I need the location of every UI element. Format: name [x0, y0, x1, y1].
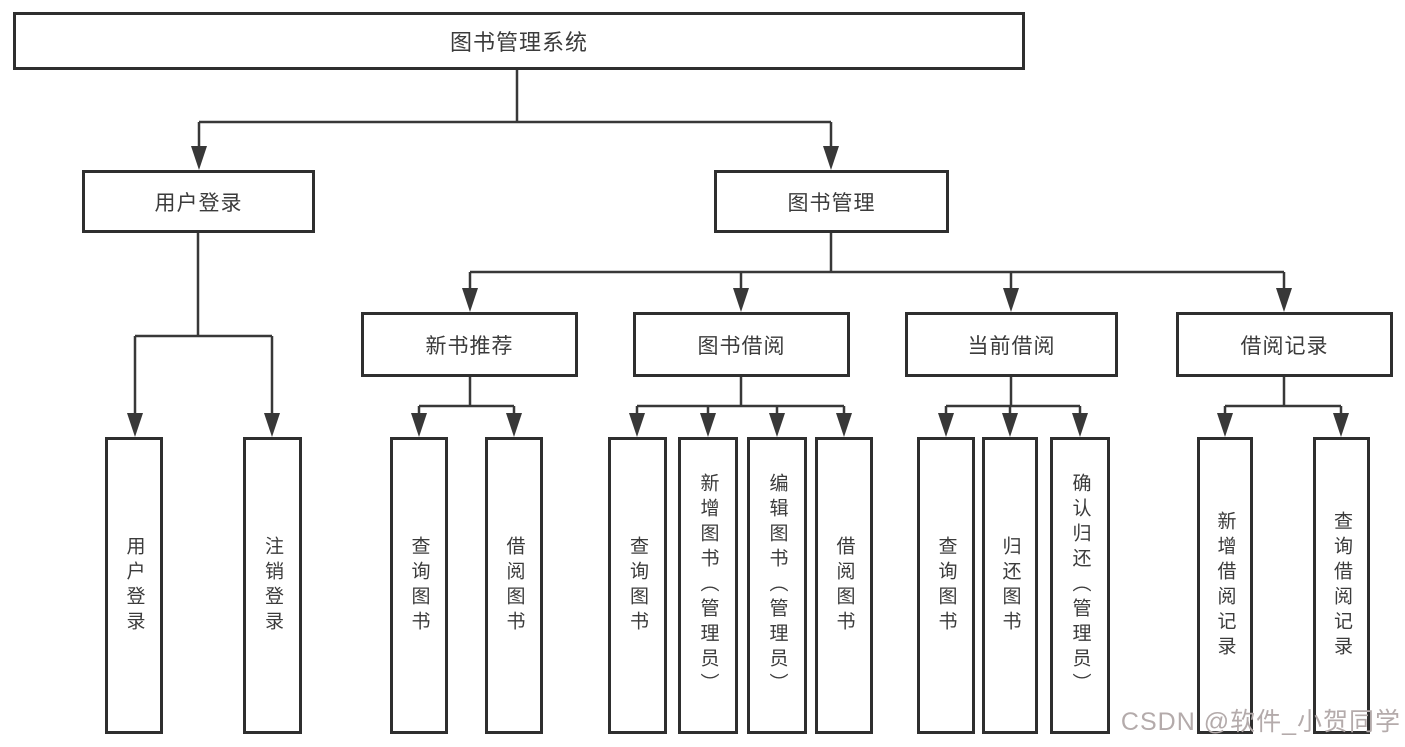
- node-current-borrow: 当前借阅: [905, 312, 1118, 377]
- leaf-borrow-books-recommend: 借阅图书: [485, 437, 543, 734]
- node-current-borrow-label: 当前借阅: [967, 334, 1056, 358]
- leaf-query-borrow-record: 查询借阅记录: [1313, 437, 1370, 734]
- leaf-logout-label: 注销登录: [262, 535, 283, 636]
- leaf-query-books-current: 查询图书: [917, 437, 975, 734]
- leaf-confirm-return-admin: 确认归还（管理员）: [1050, 437, 1110, 734]
- leaf-query-books-borrow-label: 查询图书: [627, 535, 648, 636]
- leaf-query-books-recommend-label: 查询图书: [408, 535, 430, 636]
- leaf-return-books: 归还图书: [982, 437, 1038, 734]
- leaf-user-login-label: 用户登录: [123, 535, 145, 636]
- node-book-borrow-label: 图书借阅: [697, 334, 786, 358]
- leaf-add-books-admin-label: 新增图书（管理员）: [697, 473, 719, 698]
- node-book-borrow: 图书借阅: [633, 312, 850, 377]
- leaf-return-books-label: 归还图书: [999, 535, 1021, 636]
- leaf-add-borrow-record-label: 新增借阅记录: [1214, 510, 1236, 661]
- node-book-management-label: 图书管理: [787, 191, 876, 215]
- leaf-query-borrow-record-label: 查询借阅记录: [1331, 510, 1352, 661]
- leaf-query-books-current-label: 查询图书: [935, 535, 957, 636]
- node-new-book-recommend: 新书推荐: [361, 312, 578, 377]
- node-borrow-record: 借阅记录: [1176, 312, 1393, 377]
- node-user-login: 用户登录: [82, 170, 315, 233]
- leaf-borrow-books-label: 借阅图书: [833, 535, 855, 636]
- leaf-edit-books-admin-label: 编辑图书（管理员）: [766, 473, 788, 698]
- node-root: 图书管理系统: [13, 12, 1025, 70]
- leaf-confirm-return-admin-label: 确认归还（管理员）: [1069, 473, 1091, 698]
- node-root-label: 图书管理系统: [449, 30, 588, 55]
- csdn-watermark: CSDN @软件_小贺同学: [1120, 708, 1401, 736]
- leaf-edit-books-admin: 编辑图书（管理员）: [747, 437, 807, 734]
- node-user-login-label: 用户登录: [154, 191, 243, 215]
- leaf-user-login: 用户登录: [105, 437, 163, 734]
- node-new-book-recommend-label: 新书推荐: [425, 334, 514, 358]
- leaf-query-books-recommend: 查询图书: [390, 437, 448, 734]
- leaf-borrow-books: 借阅图书: [815, 437, 873, 734]
- node-borrow-record-label: 借阅记录: [1240, 334, 1329, 358]
- leaf-query-books-borrow: 查询图书: [608, 437, 667, 734]
- node-book-management: 图书管理: [714, 170, 949, 233]
- leaf-add-borrow-record: 新增借阅记录: [1197, 437, 1253, 734]
- leaf-logout: 注销登录: [243, 437, 302, 734]
- leaf-borrow-books-recommend-label: 借阅图书: [503, 535, 525, 636]
- leaf-add-books-admin: 新增图书（管理员）: [678, 437, 738, 734]
